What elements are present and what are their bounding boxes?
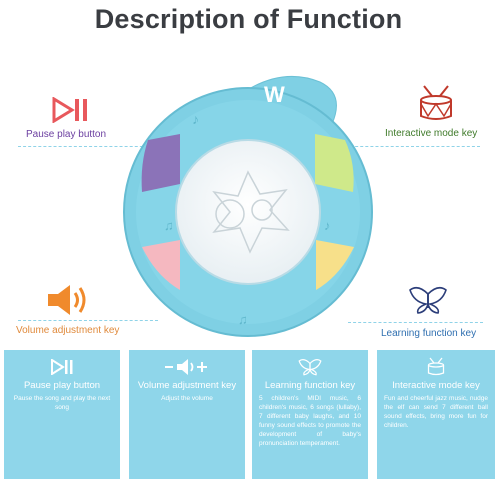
volume-icon — [129, 356, 245, 378]
interactive-mode-key[interactable] — [315, 134, 354, 192]
card-title: Pause play button — [23, 380, 101, 391]
volume-label: Volume adjustment key — [16, 325, 120, 336]
card-pause-play: Pause play button Pause the song and pla… — [4, 350, 120, 479]
pause-play-leader — [18, 146, 153, 147]
card-volume: Volume adjustment key Adjust the volume — [129, 350, 245, 479]
svg-text:♪: ♪ — [324, 218, 331, 233]
volume-leader — [18, 320, 158, 321]
play-pause-icon — [52, 97, 87, 123]
card-description: Adjust the volume — [161, 395, 213, 402]
card-description: 5 children's MIDI music, 6 children's mu… — [259, 395, 361, 447]
volume-key[interactable] — [142, 240, 180, 290]
play-pause-icon — [4, 356, 120, 378]
drum-icon — [377, 356, 495, 378]
interactive-mode-label: Interactive mode key — [385, 128, 478, 139]
card-title: Volume adjustment key — [137, 380, 237, 391]
card-learning: Learning function key 5 children's MIDI … — [252, 350, 368, 479]
learning-key[interactable] — [316, 240, 354, 290]
card-interactive: Interactive mode key Fun and cheerful ja… — [377, 350, 495, 479]
pause-play-label: Pause play button — [26, 129, 107, 140]
card-title: Learning function key — [264, 380, 356, 391]
toy-drum: ♪ ♫ ♪ ♫ — [123, 76, 373, 337]
svg-text:♫: ♫ — [238, 312, 248, 327]
card-description: Pause the song and play the next song — [13, 395, 111, 411]
pause-play-key[interactable] — [141, 134, 180, 192]
interactive-mode-leader — [345, 146, 480, 147]
butterfly-icon — [252, 356, 368, 378]
learning-leader — [348, 322, 483, 323]
svg-text:♫: ♫ — [164, 218, 174, 233]
volume-icon — [48, 285, 86, 315]
page-title: Description of Function — [94, 4, 403, 34]
svg-text:♪: ♪ — [192, 111, 199, 127]
card-title: Interactive mode key — [392, 380, 480, 391]
butterfly-icon — [409, 286, 447, 314]
drum-icon — [420, 85, 452, 120]
toy-badge: W — [264, 82, 285, 107]
learning-label: Learning function key — [381, 328, 477, 339]
card-description: Fun and cheerful jazz music, nudge the e… — [384, 395, 488, 429]
